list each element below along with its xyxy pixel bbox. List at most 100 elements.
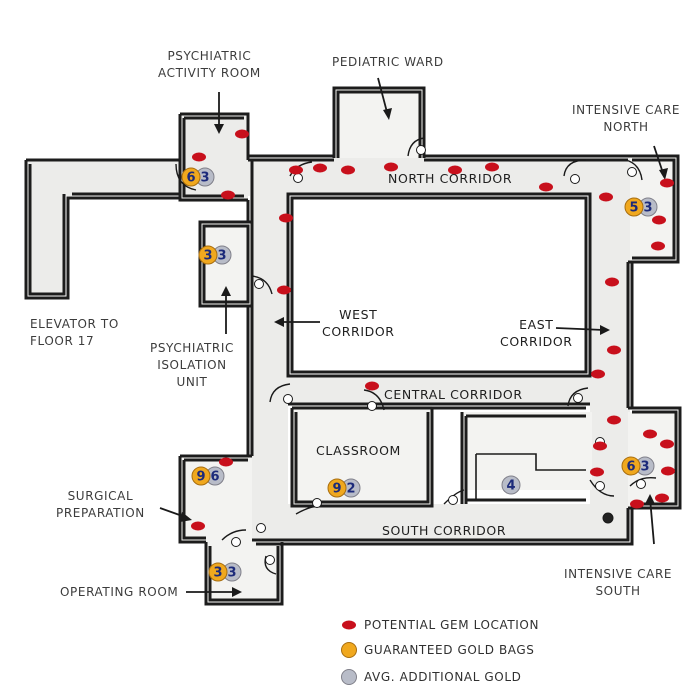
operating-room-gold-bags: 3 xyxy=(208,562,228,582)
psychiatric-activity-room-additional-gold: 3 xyxy=(195,167,215,187)
gem-marker xyxy=(590,467,604,477)
floor-fill xyxy=(26,88,680,602)
gem-marker xyxy=(661,466,675,476)
label-line: PSYCHIATRIC xyxy=(150,341,234,355)
gem-marker xyxy=(593,441,607,451)
svg-text:9: 9 xyxy=(332,482,341,497)
label-east-corridor: EAST CORRIDOR xyxy=(500,316,573,350)
gem-marker xyxy=(607,415,621,425)
gem-marker xyxy=(630,499,644,509)
arrows xyxy=(159,77,668,597)
door-marks xyxy=(185,145,646,565)
label-line: CORRIDOR xyxy=(322,324,395,339)
gem-marker xyxy=(365,381,379,391)
legend-silver-swatch xyxy=(341,669,357,685)
label-psychiatric-activity-room: PSYCHIATRIC ACTIVITY ROOM xyxy=(158,48,261,82)
center-room-additional-gold: 4 xyxy=(501,475,521,495)
gem-marker xyxy=(607,345,621,355)
label-line: ACTIVITY ROOM xyxy=(158,66,261,80)
svg-text:3: 3 xyxy=(213,566,222,581)
gem-marker xyxy=(539,182,553,192)
legend-avg-label: AVG. ADDITIONAL GOLD xyxy=(364,670,521,684)
label-line: WEST xyxy=(339,307,378,322)
label-line: PREPARATION xyxy=(56,506,145,520)
gem-marker xyxy=(599,192,613,202)
gem-marker xyxy=(289,165,303,175)
surgical-preparation-gold-bags: 9 xyxy=(191,466,211,486)
label-line: EAST xyxy=(519,317,554,332)
label-line: CORRIDOR xyxy=(500,334,573,349)
label-elevator: ELEVATOR TO FLOOR 17 xyxy=(30,316,119,350)
svg-text:6: 6 xyxy=(626,460,635,475)
label-line: PSYCHIATRIC xyxy=(167,49,252,63)
gem-marker xyxy=(651,241,665,251)
gem-marker xyxy=(591,369,605,379)
svg-text:4: 4 xyxy=(506,479,515,494)
label-line: SOUTH xyxy=(595,584,641,598)
gem-marker xyxy=(643,429,657,439)
label-west-corridor: WEST CORRIDOR xyxy=(322,306,395,340)
label-south-corridor: SOUTH CORRIDOR xyxy=(382,523,507,538)
legend: POTENTIAL GEM LOCATION GUARANTEED GOLD B… xyxy=(341,618,539,685)
svg-text:3: 3 xyxy=(200,171,209,186)
gem-marker xyxy=(277,285,291,295)
svg-text:3: 3 xyxy=(217,249,226,264)
gem-marker xyxy=(192,152,206,162)
label-classroom: CLASSROOM xyxy=(316,443,401,458)
label-line: NORTH xyxy=(603,120,649,134)
gem-marker xyxy=(313,163,327,173)
gem-marker xyxy=(605,277,619,287)
label-line: ISOLATION xyxy=(157,358,227,372)
svg-text:3: 3 xyxy=(643,201,652,216)
svg-text:5: 5 xyxy=(629,201,638,216)
intensive-care-south-gold-bags: 6 xyxy=(621,456,641,476)
psychiatric-activity-room-gold-bags: 6 xyxy=(181,167,201,187)
psychiatric-isolation-unit-gold-bags: 3 xyxy=(198,245,218,265)
label-intensive-care-south: INTENSIVE CARE SOUTH xyxy=(564,566,672,600)
svg-text:9: 9 xyxy=(196,470,205,485)
classroom-gold-bags: 9 xyxy=(327,478,347,498)
label-surgical-preparation: SURGICAL PREPARATION xyxy=(56,488,145,522)
label-central-corridor: CENTRAL CORRIDOR xyxy=(384,387,523,402)
svg-text:3: 3 xyxy=(203,249,212,264)
svg-text:3: 3 xyxy=(227,566,236,581)
svg-text:6: 6 xyxy=(186,171,195,186)
label-psychiatric-isolation-unit: PSYCHIATRIC ISOLATION UNIT xyxy=(150,340,234,391)
legend-gold-swatch xyxy=(341,642,357,658)
gem-marker xyxy=(235,129,249,139)
legend-gem-label: POTENTIAL GEM LOCATION xyxy=(364,618,539,632)
legend-gold-label: GUARANTEED GOLD BAGS xyxy=(364,643,535,657)
svg-text:2: 2 xyxy=(346,482,355,497)
gem-markers xyxy=(191,129,675,531)
gem-marker xyxy=(341,165,355,175)
label-line: SURGICAL xyxy=(67,489,134,503)
gem-marker xyxy=(219,457,233,467)
intensive-care-north-gold-bags: 5 xyxy=(624,197,644,217)
gem-marker xyxy=(655,493,669,503)
gem-marker xyxy=(485,162,499,172)
svg-text:3: 3 xyxy=(640,460,649,475)
gem-marker xyxy=(191,521,205,531)
gem-marker xyxy=(384,162,398,172)
gem-marker xyxy=(221,190,235,200)
label-operating-room: OPERATING ROOM xyxy=(60,585,179,599)
gem-marker xyxy=(448,165,462,175)
label-intensive-care-north: INTENSIVE CARE NORTH xyxy=(572,102,680,136)
label-line: INTENSIVE CARE xyxy=(572,103,681,117)
gem-marker xyxy=(660,178,674,188)
label-pediatric-ward: PEDIATRIC WARD xyxy=(332,55,444,69)
legend-gem-swatch xyxy=(342,620,356,630)
svg-text:6: 6 xyxy=(210,470,219,485)
label-line: ELEVATOR TO xyxy=(30,317,119,331)
walls xyxy=(24,86,682,606)
gem-marker xyxy=(660,439,674,449)
doors xyxy=(175,137,657,575)
label-line: UNIT xyxy=(176,375,208,389)
label-line: FLOOR 17 xyxy=(30,334,95,348)
gem-marker xyxy=(652,215,666,225)
label-north-corridor: NORTH CORRIDOR xyxy=(388,171,513,186)
gem-marker xyxy=(279,213,293,223)
